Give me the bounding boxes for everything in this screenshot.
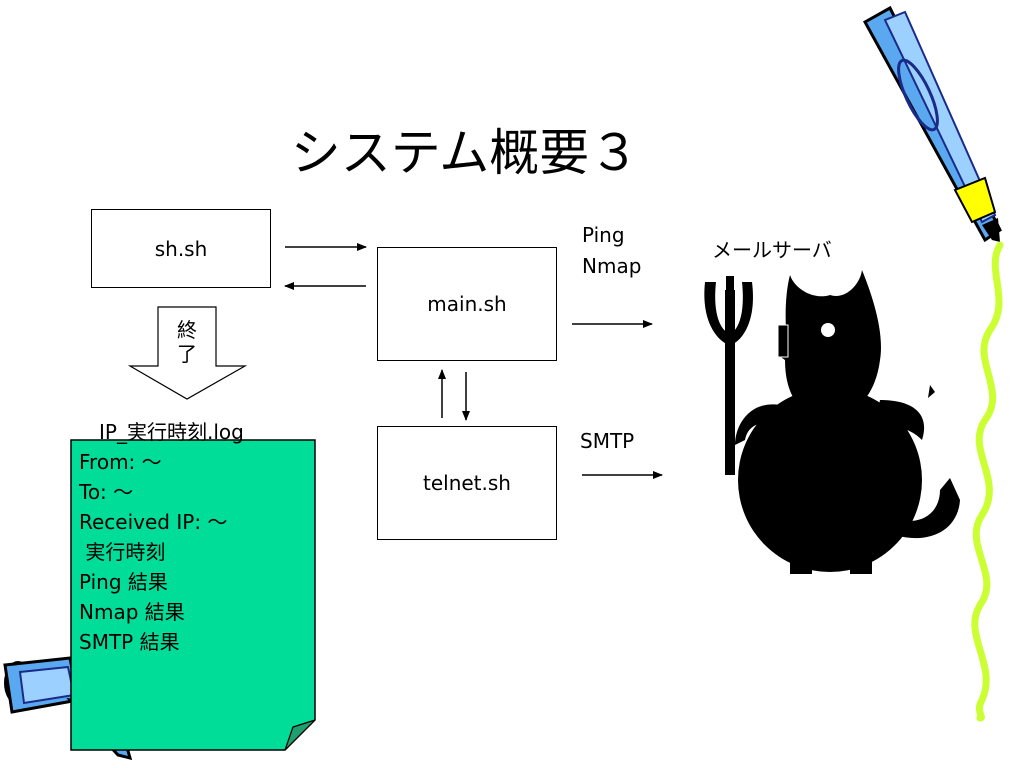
node-telnet-box: telnet.sh [377,426,557,540]
end-arrow-label-line-1: 終 [177,318,197,342]
log-line: Nmap 結果 [79,600,185,624]
node-main-box: main.sh [377,247,557,361]
edge-label-smtp: SMTP [580,429,635,453]
node-sh-box: sh.sh [91,209,271,288]
node-main-label: main.sh [427,292,507,316]
log-contents: From: 〜 To: 〜 Received IP: 〜 実行時刻 Ping 結… [79,447,227,657]
end-block-arrow [127,306,248,400]
node-sh-label: sh.sh [154,236,208,261]
devil-icon [704,270,960,574]
log-line: From: 〜 [79,450,162,474]
end-arrow-label: 終 了 [174,318,200,366]
log-line: To: 〜 [79,480,134,504]
edge-label-ping: Ping [582,223,625,247]
log-line: Ping 結果 [79,570,168,594]
log-line: SMTP 結果 [79,630,180,654]
log-document-shape [70,439,316,751]
log-line: 実行時刻 [79,540,166,564]
log-file-name: IP_実行時刻.log [99,420,244,444]
squiggle-decoration [971,241,1004,722]
pen-clipart-top [862,5,1002,243]
mail-server-label: メールサーバ [712,238,832,262]
log-line: Received IP: 〜 [79,510,228,534]
node-telnet-label: telnet.sh [423,471,511,495]
edge-label-nmap: Nmap [582,254,642,278]
end-arrow-label-line-2: 了 [177,342,197,366]
slide-title: システム概要３ [290,124,640,182]
